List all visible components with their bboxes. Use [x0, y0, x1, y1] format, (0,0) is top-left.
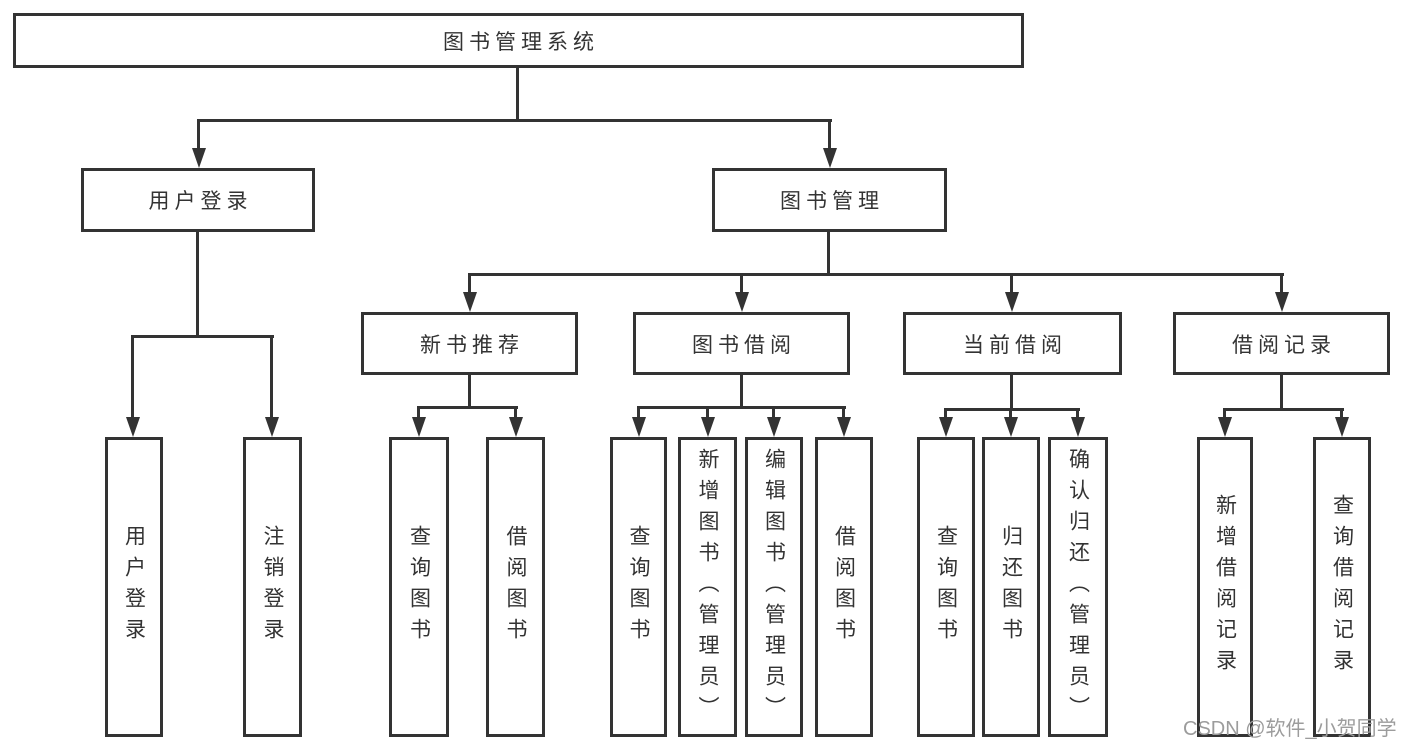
connector-line [197, 119, 832, 122]
connector-line [706, 406, 709, 419]
arrow-down-icon [701, 417, 715, 437]
connector-line [944, 408, 1080, 411]
node-borrow-records: 借阅记录 [1173, 312, 1390, 375]
node-current-borrowing-label: 当前借阅 [963, 333, 1067, 357]
leaf-confirm-return-admin: 确认归还（管理员） [1048, 437, 1108, 737]
leaf-confirm-return-admin-label: 确认归还（管理员） [1066, 447, 1090, 727]
connector-line [637, 406, 846, 409]
connector-line [468, 375, 471, 406]
connector-line [740, 375, 743, 406]
arrow-down-icon [509, 417, 523, 437]
node-new-book-recommend-label: 新书推荐 [420, 333, 524, 357]
leaf-user-login-label: 用户登录 [122, 525, 146, 649]
connector-line [828, 119, 831, 150]
connector-line [1223, 408, 1226, 419]
connector-line [1280, 375, 1283, 408]
leaf-borrow-books-2: 借阅图书 [815, 437, 873, 737]
connector-line [1340, 408, 1343, 419]
leaf-query-borrow-record: 查询借阅记录 [1313, 437, 1371, 737]
node-root: 图书管理系统 [13, 13, 1024, 68]
leaf-edit-book-admin: 编辑图书（管理员） [745, 437, 803, 737]
arrow-down-icon [1218, 417, 1232, 437]
connector-line [131, 335, 274, 338]
arrow-down-icon [1071, 417, 1085, 437]
connector-line [842, 406, 845, 419]
arrow-down-icon [192, 148, 206, 168]
node-book-borrowing-label: 图书借阅 [692, 333, 796, 357]
connector-line [637, 406, 640, 419]
connector-line [740, 273, 743, 294]
connector-line [1009, 408, 1012, 419]
leaf-borrow-books-1-label: 借阅图书 [504, 525, 527, 649]
connector-line [197, 119, 200, 150]
connector-line [1223, 408, 1344, 411]
arrow-down-icon [632, 417, 646, 437]
leaf-add-borrow-record-label: 新增借阅记录 [1213, 494, 1237, 680]
connector-line [468, 273, 1284, 276]
node-root-label: 图书管理系统 [443, 30, 599, 54]
arrow-down-icon [1005, 292, 1019, 312]
csdn-watermark: CSDN @软件_小贺同学 [1183, 718, 1397, 740]
connector-line [1280, 273, 1283, 294]
node-user-login-label: 用户登录 [148, 190, 253, 213]
arrow-down-icon [1004, 417, 1018, 437]
connector-line [468, 273, 471, 294]
node-current-borrowing: 当前借阅 [903, 312, 1122, 375]
leaf-query-books-3: 查询图书 [917, 437, 975, 737]
arrow-down-icon [735, 292, 749, 312]
connector-line [1010, 375, 1013, 408]
arrow-down-icon [265, 417, 279, 437]
node-book-management-label: 图书管理 [780, 190, 884, 213]
node-book-borrowing: 图书借阅 [633, 312, 850, 375]
connector-line [417, 406, 518, 409]
leaf-add-book-admin: 新增图书（管理员） [678, 437, 737, 737]
connector-line [827, 232, 830, 273]
leaf-logout: 注销登录 [243, 437, 302, 737]
leaf-edit-book-admin-label: 编辑图书（管理员） [762, 447, 786, 727]
connector-line [514, 406, 517, 419]
arrow-down-icon [412, 417, 426, 437]
arrow-down-icon [126, 417, 140, 437]
arrow-down-icon [823, 148, 837, 168]
leaf-return-books: 归还图书 [982, 437, 1040, 737]
connector-line [196, 232, 199, 335]
arrow-down-icon [463, 292, 477, 312]
connector-line [270, 335, 273, 417]
arrow-down-icon [767, 417, 781, 437]
connector-line [1076, 408, 1079, 419]
leaf-return-books-label: 归还图书 [999, 525, 1023, 649]
leaf-add-borrow-record: 新增借阅记录 [1197, 437, 1253, 737]
node-user-login: 用户登录 [81, 168, 315, 232]
leaf-query-books-3-label: 查询图书 [934, 525, 958, 649]
node-borrow-records-label: 借阅记录 [1232, 333, 1336, 357]
leaf-query-books-2: 查询图书 [610, 437, 667, 737]
leaf-borrow-books-2-label: 借阅图书 [832, 525, 856, 649]
leaf-query-books-1-label: 查询图书 [407, 525, 431, 649]
connector-line [516, 68, 519, 119]
connector-line [1010, 273, 1013, 294]
connector-line [417, 406, 420, 419]
leaf-user-login: 用户登录 [105, 437, 163, 737]
arrow-down-icon [1275, 292, 1289, 312]
arrow-down-icon [1335, 417, 1349, 437]
connector-line [131, 335, 134, 417]
connector-line [772, 406, 775, 419]
arrow-down-icon [837, 417, 851, 437]
arrow-down-icon [939, 417, 953, 437]
node-new-book-recommend: 新书推荐 [361, 312, 578, 375]
leaf-query-borrow-record-label: 查询借阅记录 [1330, 494, 1354, 680]
connector-line [944, 408, 947, 419]
leaf-query-books-1: 查询图书 [389, 437, 449, 737]
leaf-query-books-2-label: 查询图书 [627, 525, 650, 649]
node-book-management: 图书管理 [712, 168, 947, 232]
leaf-add-book-admin-label: 新增图书（管理员） [696, 447, 719, 727]
leaf-borrow-books-1: 借阅图书 [486, 437, 545, 737]
leaf-logout-label: 注销登录 [261, 525, 284, 649]
